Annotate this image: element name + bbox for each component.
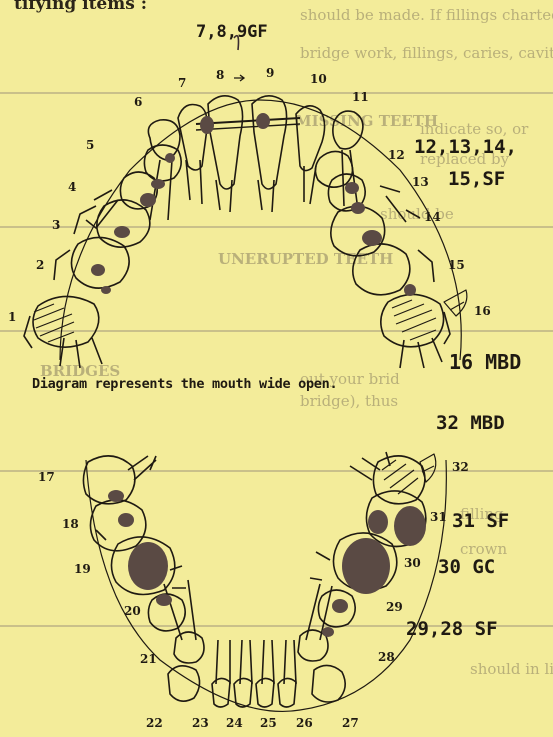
- tooth-label-7: 7: [178, 76, 186, 90]
- annotation-31: 31 SF: [452, 510, 509, 532]
- tooth-label-6: 6: [134, 95, 142, 109]
- tooth-label-2: 2: [36, 258, 44, 272]
- tooth-label-21: 21: [140, 652, 157, 666]
- tooth-label-14: 14: [424, 210, 441, 224]
- tooth-label-23: 23: [192, 716, 209, 730]
- annotation-30: 30 GC: [438, 556, 495, 578]
- annotation-16: 16 MBD: [449, 350, 521, 374]
- tooth-label-1: 1: [8, 310, 16, 324]
- tooth-label-15: 15: [448, 258, 465, 272]
- tooth-label-18: 18: [62, 517, 79, 531]
- tooth-label-19: 19: [74, 562, 91, 576]
- annotation-29-28: 29,28 SF: [406, 618, 498, 640]
- tooth-label-27: 27: [342, 716, 359, 730]
- annotation-15: 15,SF: [448, 168, 505, 190]
- tooth-15: [353, 244, 410, 295]
- tooth-label-17: 17: [38, 470, 55, 484]
- tooth-9: [252, 96, 287, 189]
- tooth-label-30: 30: [404, 556, 421, 570]
- tooth-label-16: 16: [474, 304, 491, 318]
- tooth-25: [256, 678, 274, 707]
- diagram-caption: Diagram represents the mouth wide open.: [32, 376, 337, 392]
- tooth-10: [296, 106, 325, 171]
- tooth-label-20: 20: [124, 604, 141, 618]
- tooth-23: [212, 678, 230, 707]
- tooth-11: [333, 111, 363, 149]
- annotation-top: 7,8,9GF: [196, 22, 268, 42]
- tooth-label-26: 26: [296, 716, 313, 730]
- tooth-label-22: 22: [146, 716, 163, 730]
- annotation-12-14: 12,13,14,: [414, 136, 517, 158]
- tooth-label-25: 25: [260, 716, 277, 730]
- tooth-27: [312, 665, 345, 702]
- tooth-label-12: 12: [388, 148, 405, 162]
- tooth-label-13: 13: [412, 175, 429, 189]
- annotation-32: 32 MBD: [436, 412, 505, 434]
- tooth-21: [174, 632, 204, 663]
- tooth-label-5: 5: [86, 138, 94, 152]
- tooth-label-29: 29: [386, 600, 403, 614]
- tooth-label-11: 11: [352, 90, 369, 104]
- tooth-12: [315, 151, 352, 187]
- tooth-26: [278, 678, 296, 707]
- tooth-label-31: 31: [430, 510, 447, 524]
- tooth-2: [71, 237, 129, 288]
- tooth-label-10: 10: [310, 72, 327, 86]
- tooth-label-4: 4: [68, 180, 76, 194]
- tooth-32: [373, 456, 424, 504]
- tooth-label-3: 3: [52, 218, 60, 232]
- tooth-label-9: 9: [266, 66, 274, 80]
- tooth-label-28: 28: [378, 650, 395, 664]
- tooth-label-24: 24: [226, 716, 243, 730]
- tooth-label-32: 32: [452, 460, 469, 474]
- tooth-label-8: 8: [216, 68, 224, 82]
- filling-marks: [91, 113, 426, 637]
